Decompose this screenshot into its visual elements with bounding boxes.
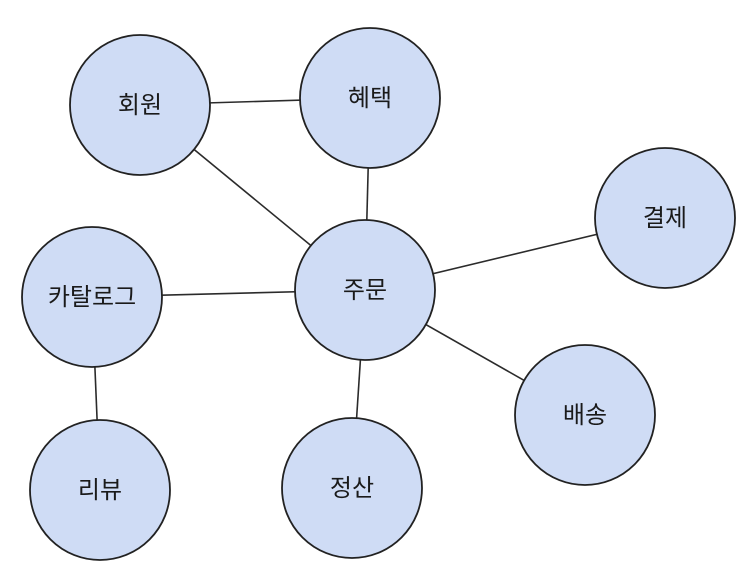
node-member: 회원 [69, 34, 211, 176]
node-circle-order [294, 219, 436, 361]
node-benefit: 혜택 [299, 27, 441, 169]
node-circle-settlement [281, 417, 423, 559]
node-delivery: 배송 [514, 344, 656, 486]
node-payment: 결제 [594, 147, 736, 289]
node-label-order: 주문 [343, 276, 387, 304]
node-circle-delivery [514, 344, 656, 486]
node-label-benefit: 혜택 [348, 84, 392, 112]
node-order: 주문 [294, 219, 436, 361]
node-label-review: 리뷰 [78, 476, 122, 504]
node-label-payment: 결제 [643, 204, 687, 232]
node-label-delivery: 배송 [563, 401, 607, 429]
node-settlement: 정산 [281, 417, 423, 559]
node-review: 리뷰 [29, 419, 171, 561]
node-circle-review [29, 419, 171, 561]
node-circle-member [69, 34, 211, 176]
node-circle-catalog [21, 226, 163, 368]
node-label-catalog: 카탈로그 [48, 283, 136, 311]
node-circle-payment [594, 147, 736, 289]
node-label-member: 회원 [118, 91, 162, 119]
node-catalog: 카탈로그 [21, 226, 163, 368]
node-label-settlement: 정산 [330, 474, 374, 502]
node-circle-benefit [299, 27, 441, 169]
